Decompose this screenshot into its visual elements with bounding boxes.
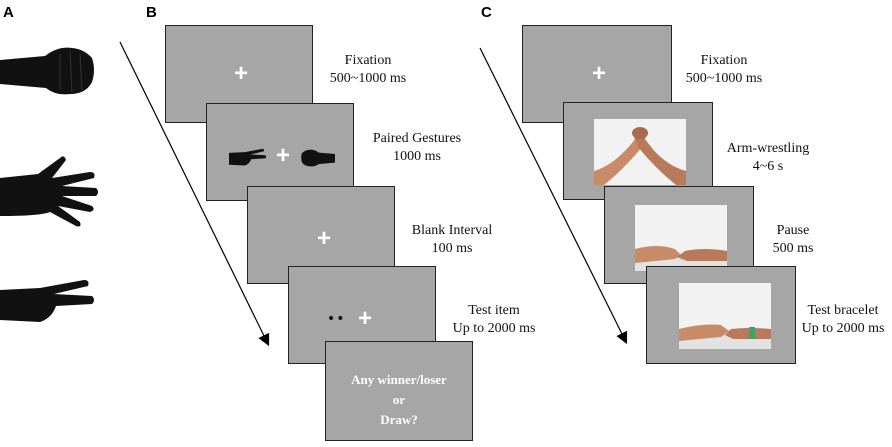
caption-b-fixation: Fixation 500~1000 ms xyxy=(318,52,418,88)
arm-wrestling-photo xyxy=(594,119,686,185)
caption-c-test-bracelet: Test bracelet Up to 2000 ms xyxy=(796,302,890,338)
fixation-cross: + xyxy=(357,305,373,332)
step-name: Blank Interval xyxy=(411,223,493,238)
step-name: Pause xyxy=(776,223,810,238)
fixation-cross: + xyxy=(233,60,249,87)
step-name: Paired Gestures xyxy=(372,131,462,146)
caption-b-test-item: Test item Up to 2000 ms xyxy=(440,302,548,338)
response-prompt: Any winner/loser or Draw? xyxy=(326,370,472,430)
step-duration: 100 ms xyxy=(431,241,473,256)
prompt-line-1: Any winner/loser xyxy=(351,372,447,387)
step-duration: 500~1000 ms xyxy=(329,71,407,86)
prompt-line-2: or xyxy=(392,392,406,407)
step-name: Test bracelet xyxy=(807,303,879,318)
paper-gesture-icon xyxy=(0,156,98,227)
scissors-gesture-icon xyxy=(0,280,94,322)
pause-illustration xyxy=(635,205,727,271)
step-duration: Up to 2000 ms xyxy=(452,321,536,336)
panel-label-a: A xyxy=(3,4,14,21)
caption-c-fixation: Fixation 500~1000 ms xyxy=(674,52,774,88)
panel-label-c: C xyxy=(481,4,492,21)
fixation-cross: + xyxy=(275,142,291,169)
test-item-dots: •• xyxy=(327,311,346,327)
screen-paired-gestures: + xyxy=(206,103,354,201)
test-bracelet-photo xyxy=(679,283,771,349)
caption-b-blank-interval: Blank Interval 100 ms xyxy=(402,222,502,258)
panel-label-b: B xyxy=(146,4,157,21)
rock-gesture-icon xyxy=(0,47,94,95)
step-duration: Up to 2000 ms xyxy=(801,321,885,336)
step-name: Test item xyxy=(468,303,520,318)
rock-gesture-icon xyxy=(301,149,335,167)
caption-c-arm-wrestling: Arm-wrestling 4~6 s xyxy=(718,140,818,176)
screen-arm-wrestling xyxy=(563,102,713,200)
step-name: Fixation xyxy=(700,53,748,68)
step-duration: 1000 ms xyxy=(393,149,441,164)
step-duration: 500~1000 ms xyxy=(685,71,763,86)
scissors-gesture-icon xyxy=(229,148,267,166)
fixation-cross: + xyxy=(591,60,607,87)
screen-response-prompt: Any winner/loser or Draw? xyxy=(325,341,473,441)
screen-test-bracelet xyxy=(646,266,796,364)
step-name: Arm-wrestling xyxy=(726,141,810,156)
prompt-line-3: Draw? xyxy=(380,412,418,427)
fixation-cross: + xyxy=(316,225,332,252)
step-duration: 500 ms xyxy=(772,241,814,256)
step-duration: 4~6 s xyxy=(752,159,784,174)
arm-wrestling-illustration xyxy=(594,119,686,185)
step-name: Fixation xyxy=(344,53,392,68)
caption-b-paired-gestures: Paired Gestures 1000 ms xyxy=(362,130,472,166)
test-bracelet-illustration xyxy=(679,283,771,349)
caption-c-pause: Pause 500 ms xyxy=(758,222,828,258)
pause-photo xyxy=(635,205,727,271)
